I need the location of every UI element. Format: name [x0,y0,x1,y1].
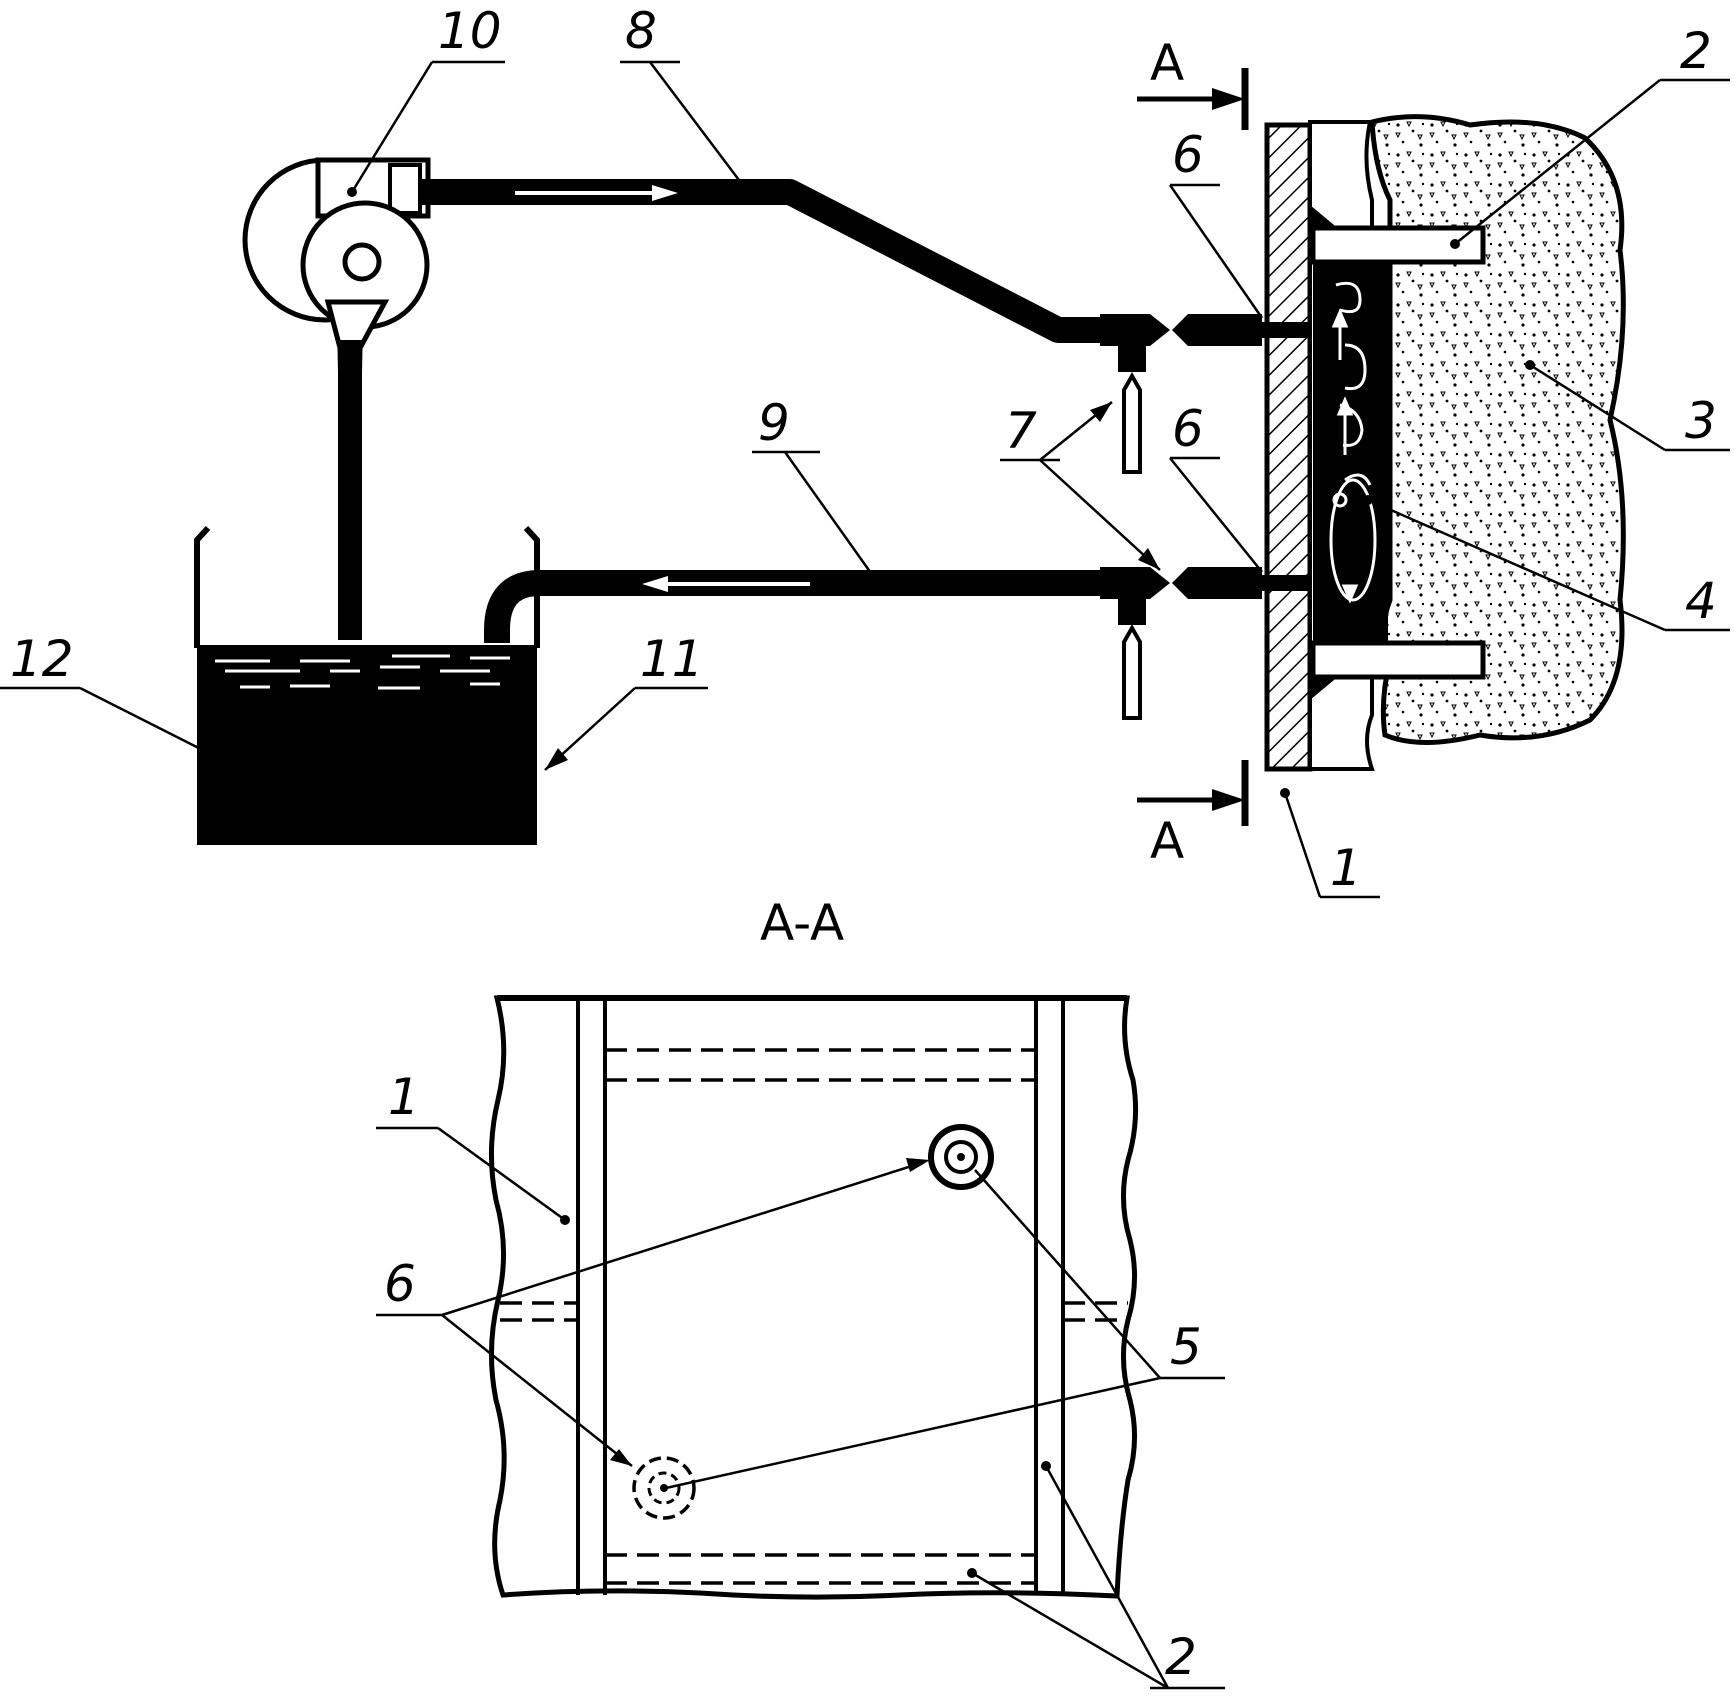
tank [194,525,540,845]
label-2-section: 2 [1165,1628,1197,1686]
valve-lower [1100,567,1272,720]
section-mark-a-bottom: A [1150,812,1184,870]
label-4: 4 [1685,572,1717,630]
label-1-section: 1 [388,1068,420,1126]
label-6-section: 6 [384,1255,416,1313]
label-12: 12 [10,630,74,688]
label-2-upper: 2 [1680,22,1712,80]
label-3: 3 [1685,392,1717,450]
nozzle-upper [1262,322,1312,338]
suction-pipe [338,340,362,640]
section-title: A-A [760,894,844,952]
upper-view: A A [0,2,1730,899]
liquid-surface [215,654,510,690]
pump [242,157,431,453]
wall-section [1264,114,1626,772]
label-9: 9 [758,394,790,452]
label-7: 7 [1005,402,1037,460]
label-6-upper: 6 [1172,126,1204,184]
section-marker-top: A [1137,34,1249,130]
label-5: 5 [1170,1318,1202,1376]
label-11: 11 [640,630,704,688]
label-8: 8 [625,2,657,60]
valve-upper [1100,314,1272,474]
hidden-lines [500,998,1128,1595]
supply-pipe [420,179,1110,343]
section-leaders [376,1126,1225,1690]
nozzle-lower [1262,575,1312,591]
flow-vortex [1329,281,1377,604]
label-6-lower: 6 [1172,400,1204,458]
section-marker-bottom: A [1137,760,1249,870]
upper-arrowheads [253,187,1535,798]
label-10: 10 [438,2,502,60]
label-1-upper: 1 [1330,839,1362,897]
nozzle-section-lower [632,1456,696,1520]
nozzle-section-upper [928,1124,994,1190]
section-mark-a-top: A [1150,34,1184,92]
section-view: 1 6 5 2 [376,995,1225,1690]
section-arrowheads [560,1158,1051,1578]
return-pipe [484,570,1110,643]
